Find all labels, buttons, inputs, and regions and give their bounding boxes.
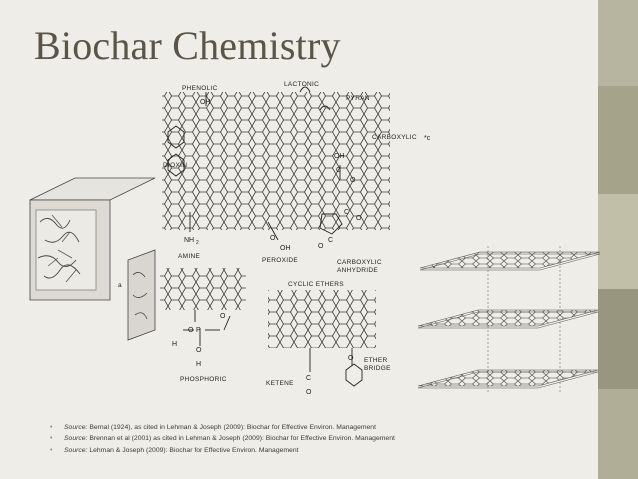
label-phosphoric: PHOSPHORIC bbox=[180, 376, 227, 383]
side-bar-segment bbox=[598, 194, 638, 289]
atom-o: O bbox=[350, 177, 356, 184]
box-label-a: a bbox=[118, 282, 122, 289]
label-carboxylic-anhydride-line1: CARBOXYLIC bbox=[337, 259, 382, 266]
side-bar-segment bbox=[598, 389, 638, 479]
phosphoric-structure bbox=[160, 268, 246, 346]
decorative-side-bar bbox=[598, 0, 638, 479]
label-amine: AMINE bbox=[178, 253, 200, 260]
label-phenolic: PHENOLIC bbox=[182, 85, 218, 92]
side-bar-segment bbox=[598, 86, 638, 194]
label-ketene: KETENE bbox=[266, 380, 294, 387]
atom-nh2: NH bbox=[184, 237, 194, 244]
source-text: Brennan et al (2001) as cited in Lehman … bbox=[87, 435, 395, 443]
aromatic-sheet-structure bbox=[162, 86, 390, 241]
source-label: Source: bbox=[64, 424, 88, 431]
cyclic-ether-structure bbox=[268, 290, 376, 387]
atom-o: O bbox=[348, 355, 354, 362]
atom-c: C bbox=[328, 237, 333, 244]
label-cyclic-ethers: CYCLIC ETHERS bbox=[288, 281, 344, 288]
source-item: • Source: Brennan et al (2001) as cited i… bbox=[50, 433, 610, 444]
slide-title: Biochar Chemistry bbox=[34, 23, 341, 68]
atom-oh: OH bbox=[280, 245, 291, 252]
label-carboxylic-anhydride-line2: ANHYDRIDE bbox=[337, 267, 378, 274]
label-pyran: PYRAN bbox=[346, 95, 370, 102]
source-item: • Source: Lehman & Joseph (2009): Biochar… bbox=[50, 445, 610, 456]
atom-o: O bbox=[196, 347, 202, 354]
atom-p: P bbox=[196, 327, 201, 334]
source-label: Source: bbox=[64, 446, 88, 454]
atom-o: O bbox=[270, 235, 276, 242]
label-peroxide: PEROXIDE bbox=[262, 257, 298, 264]
atom-o: O bbox=[318, 243, 324, 250]
source-label: Source: bbox=[64, 435, 88, 443]
source-text: Bernal (1924), as cited in Lehman & Jose… bbox=[87, 424, 376, 431]
bullet-icon: • bbox=[50, 424, 53, 431]
label-ether-bridge-line1: ETHER bbox=[364, 357, 388, 364]
bullet-icon: • bbox=[50, 435, 53, 443]
atom-nh2-subscript: 2 bbox=[196, 240, 199, 246]
carbon-block-illustration: a bbox=[29, 177, 156, 341]
graphite-layers bbox=[417, 246, 601, 394]
label-lactonic: LACTONIC bbox=[284, 81, 319, 88]
atom-o: O bbox=[306, 389, 312, 396]
atom-o: O bbox=[188, 327, 194, 334]
label-dioxin: DIOXIN bbox=[163, 162, 187, 169]
label-ether-bridge-line2: BRIDGE bbox=[364, 365, 391, 372]
label-carboxylic: CARBOXYLIC bbox=[372, 134, 417, 141]
side-bar-segment bbox=[598, 0, 638, 86]
atom-c: C bbox=[344, 209, 349, 216]
atom-c: C bbox=[336, 167, 341, 174]
atom-star-c: *c bbox=[424, 135, 431, 142]
atom-h: H bbox=[172, 341, 177, 348]
atom-o: O bbox=[220, 313, 226, 320]
atom-oh: OH bbox=[200, 99, 211, 106]
source-text: Lehman & Joseph (2009): Biochar for Effe… bbox=[87, 446, 299, 454]
side-bar-segment bbox=[598, 289, 638, 389]
source-item: • Source: Bernal (1924), as cited in Lehm… bbox=[50, 422, 610, 433]
bullet-icon: • bbox=[50, 446, 53, 454]
atom-h: H bbox=[196, 361, 201, 368]
atom-o: O bbox=[356, 215, 362, 222]
atom-oh: OH bbox=[334, 153, 345, 160]
source-list: • Source: Bernal (1924), as cited in Lehm… bbox=[50, 422, 610, 456]
atom-c: C bbox=[306, 375, 311, 382]
